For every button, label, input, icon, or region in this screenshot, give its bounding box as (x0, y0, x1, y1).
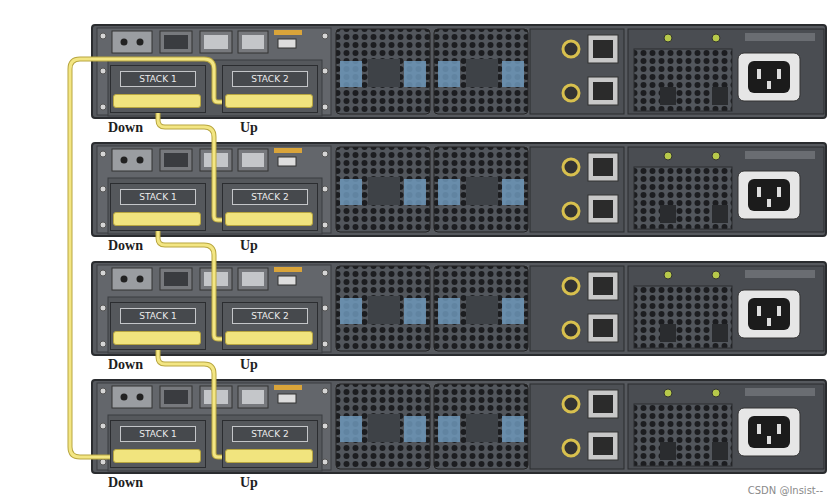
stack-port-label: STACK 1 (120, 189, 195, 205)
stack-cable (70, 59, 222, 457)
stack-port: STACK 2 (222, 420, 318, 468)
watermark: CSDN @Insist-- (748, 485, 823, 497)
port-direction-label: Down (108, 238, 143, 253)
stack-cable-plug (113, 331, 201, 345)
port-direction-label: Down (108, 475, 143, 490)
stack-port: STACK 2 (222, 302, 318, 350)
port-direction-label: Up (240, 238, 258, 253)
stack-cable-plug (225, 331, 313, 345)
cable-core (70, 59, 222, 457)
port-direction-label: Up (240, 357, 258, 372)
port-direction-label: Down (108, 120, 143, 135)
stack-port-label: STACK 1 (120, 71, 195, 87)
port-direction-label: Up (240, 475, 258, 490)
switch-rear-panel (92, 143, 826, 236)
stack-cable-plug (225, 449, 313, 463)
switch-rear-panel (92, 25, 826, 118)
port-direction-label: Up (240, 120, 258, 135)
stack-port: STACK 1 (110, 65, 206, 113)
cable-outline (70, 59, 222, 457)
stack-port-label: STACK 2 (232, 426, 307, 442)
stack-port: STACK 2 (222, 183, 318, 231)
stack-cable-plug (225, 94, 313, 108)
stack-port: STACK 1 (110, 183, 206, 231)
stack-cable-plug (113, 449, 201, 463)
stack-port: STACK 1 (110, 420, 206, 468)
stack-port: STACK 2 (222, 65, 318, 113)
switch-rear-panel (92, 262, 826, 355)
stack-port-label: STACK 2 (232, 189, 307, 205)
stack-port-label: STACK 1 (120, 308, 195, 324)
stack-port: STACK 1 (110, 302, 206, 350)
switch-rear-panel (92, 380, 826, 473)
port-direction-label: Down (108, 357, 143, 372)
stack-port-label: STACK 2 (232, 71, 307, 87)
stack-cable-plug (225, 212, 313, 226)
stack-port-label: STACK 1 (120, 426, 195, 442)
stack-port-label: STACK 2 (232, 308, 307, 324)
stack-cable-plug (113, 94, 201, 108)
stack-cable-plug (113, 212, 201, 226)
